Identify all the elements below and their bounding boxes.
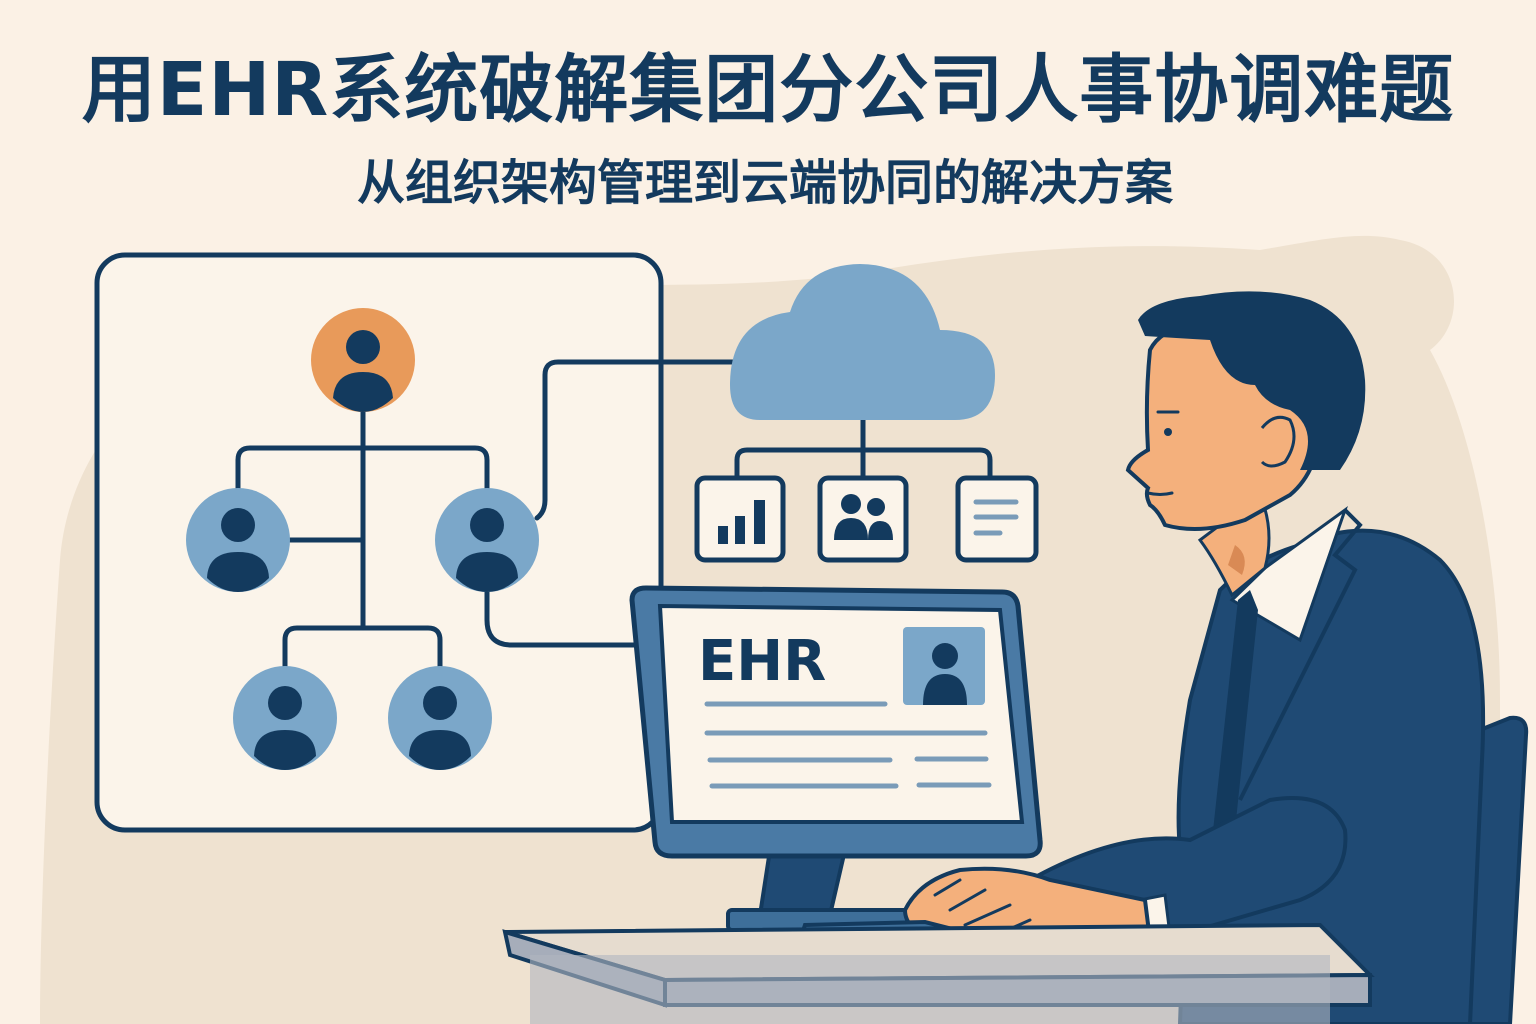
page-subtitle: 从组织架构管理到云端协同的解决方案	[356, 155, 1173, 211]
page-title: 用EHR系统破解集团分公司人事协调难题	[81, 47, 1455, 133]
cloud-connectors	[734, 420, 993, 478]
employee-photo-icon	[903, 627, 985, 705]
desk	[502, 922, 1375, 1024]
bar-chart-icon	[718, 500, 765, 544]
org-root-node	[311, 308, 415, 412]
people-group-icon	[834, 494, 893, 540]
document-list-icon	[973, 499, 1019, 536]
monitor-ehr-label: EHR	[698, 629, 826, 694]
org-node-branch-right	[435, 488, 539, 592]
org-connectors	[235, 359, 738, 673]
finger-lines	[933, 878, 1032, 942]
service-box-people	[817, 475, 909, 563]
service-box-document	[955, 475, 1039, 563]
org-chart-panel	[94, 252, 664, 833]
org-node-sub-branch-right	[388, 666, 492, 770]
service-box-chart	[694, 475, 786, 563]
org-node-branch-left	[186, 488, 290, 592]
cloud-icon	[730, 264, 995, 420]
screen-text-lines	[704, 701, 992, 789]
org-node-sub-branch-left	[233, 666, 337, 770]
